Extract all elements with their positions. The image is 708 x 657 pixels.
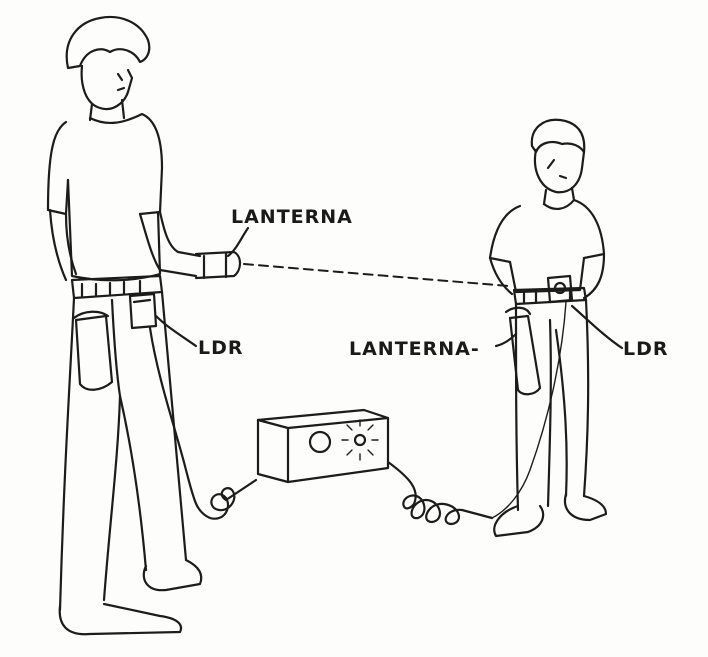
left-flashlight-label: LANTERNA xyxy=(231,206,353,228)
left-ldr-label: LDR xyxy=(198,337,244,359)
right-ldr-wire xyxy=(492,302,566,518)
right-ldr-cable xyxy=(388,462,492,524)
light-beam xyxy=(244,264,508,286)
right-ldr-label: LDR xyxy=(623,338,669,360)
right-boy-figure xyxy=(490,120,606,536)
right-flashlight-label: LANTERNA- xyxy=(349,338,480,360)
left-man-figure xyxy=(48,17,240,634)
alarm-box xyxy=(258,410,388,482)
